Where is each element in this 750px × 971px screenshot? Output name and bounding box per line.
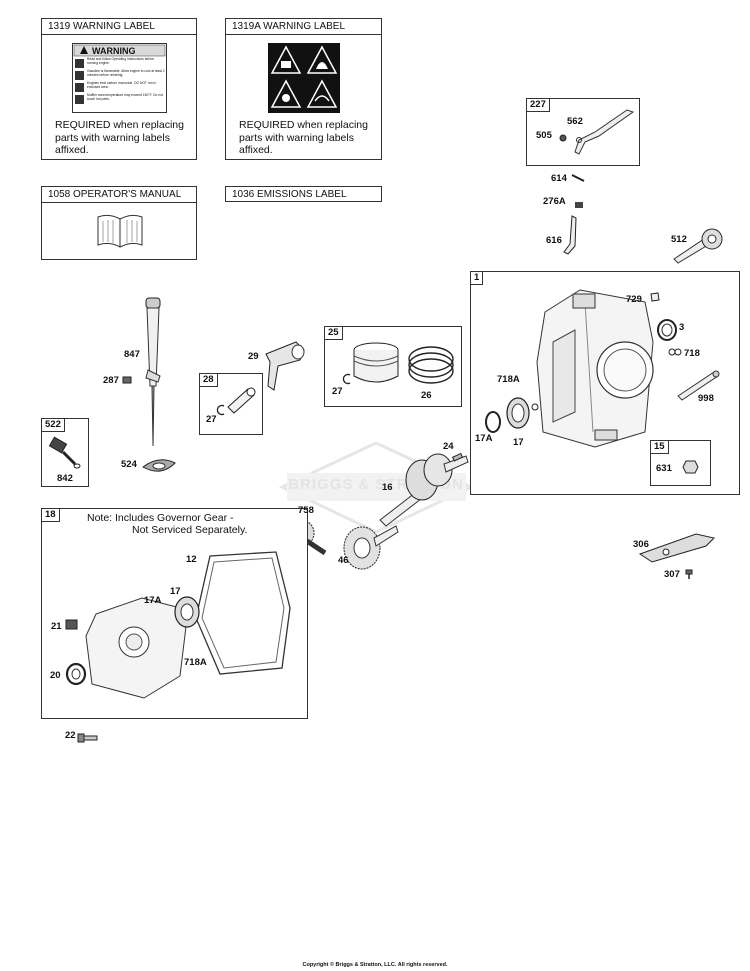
callout-718a-bottom: 718A bbox=[184, 657, 207, 668]
book-icon bbox=[97, 214, 143, 248]
group-227-tag: 227 bbox=[526, 98, 550, 112]
camshaft-gear-46-icon bbox=[343, 525, 399, 570]
group-28-tag: 28 bbox=[199, 373, 218, 387]
dipstick-tube-998-icon bbox=[677, 370, 720, 401]
callout-631: 631 bbox=[656, 463, 672, 474]
callout-616: 616 bbox=[546, 235, 562, 246]
callout-505: 505 bbox=[536, 130, 552, 141]
dowel-729-icon bbox=[650, 292, 660, 302]
operators-manual-box: 1058 OPERATOR'S MANUAL bbox=[41, 186, 197, 260]
callout-614: 614 bbox=[551, 173, 567, 184]
callout-17a-bottom: 17A bbox=[144, 595, 162, 606]
warning-banner-text: WARNING bbox=[92, 46, 136, 56]
crankcase-block-icon bbox=[536, 289, 654, 448]
callout-306: 306 bbox=[633, 539, 649, 550]
key-24-icon bbox=[451, 452, 464, 462]
warning-decal-icon bbox=[72, 43, 167, 113]
seal-21-icon bbox=[65, 619, 78, 630]
callout-27-group25: 27 bbox=[332, 386, 343, 397]
group-18-tag: 18 bbox=[41, 508, 60, 522]
screw-287-icon bbox=[122, 376, 132, 384]
callout-17-top: 17 bbox=[513, 437, 524, 448]
callout-758: 758 bbox=[298, 505, 314, 516]
warning-decal-line-1: Read and follow Operating Instructions b… bbox=[87, 57, 155, 65]
warning-decal-line-2: Gasoline is flammable. Allow engine to c… bbox=[87, 69, 165, 77]
group-25-tag: 25 bbox=[324, 326, 343, 340]
bracket-306-icon bbox=[638, 533, 715, 563]
warning-decal-line-4: Muffler area temperature may exceed 150°… bbox=[87, 93, 163, 101]
retainer-27-icon-b bbox=[342, 373, 351, 385]
callout-718a-top: 718A bbox=[497, 374, 520, 385]
oil-seal-3-icon bbox=[657, 319, 677, 341]
callout-24: 24 bbox=[443, 441, 454, 452]
callout-29: 29 bbox=[248, 351, 259, 362]
governor-lever-icon bbox=[559, 109, 635, 155]
dipstick-847-icon bbox=[145, 297, 161, 447]
callout-46: 46 bbox=[338, 555, 349, 566]
plug-631-icon bbox=[682, 460, 699, 474]
screw-307-icon bbox=[685, 569, 693, 579]
spring-614-icon bbox=[571, 174, 585, 182]
callout-16: 16 bbox=[382, 482, 393, 493]
group-18-note-line-2: Not Serviced Separately. bbox=[132, 524, 248, 536]
callout-3: 3 bbox=[679, 322, 685, 333]
piston-pin-28-icon bbox=[227, 387, 256, 414]
callout-562: 562 bbox=[567, 116, 583, 127]
warning-1319-required-text: REQUIRED when replacing parts with warni… bbox=[55, 119, 184, 156]
piston-icon bbox=[353, 342, 399, 383]
callout-842: 842 bbox=[57, 473, 73, 484]
retainer-27-icon-a bbox=[216, 404, 225, 416]
governor-512-icon bbox=[673, 228, 723, 264]
warning-decal-line-3: Engines emit carbon monoxide. DO NOT run… bbox=[87, 81, 157, 89]
warning-label-1319-box: 1319 WARNING LABEL WARNING Read and foll… bbox=[41, 18, 197, 160]
callout-20: 20 bbox=[50, 670, 61, 681]
warning-1319a-required-text: REQUIRED when replacing parts with warni… bbox=[239, 119, 368, 156]
bearing-17-bottom-icon bbox=[174, 596, 200, 628]
operators-manual-title: 1058 OPERATOR'S MANUAL bbox=[42, 187, 196, 203]
warning-pictogram-icon bbox=[268, 43, 340, 113]
group-18-note-line-1: Note: Includes Governor Gear - bbox=[87, 512, 234, 524]
warning-label-1319-title: 1319 WARNING LABEL bbox=[42, 19, 196, 35]
group-15-tag: 15 bbox=[650, 440, 669, 454]
callout-26: 26 bbox=[421, 390, 432, 401]
callout-17a-top: 17A bbox=[475, 433, 493, 444]
callout-524: 524 bbox=[121, 459, 137, 470]
callout-998: 998 bbox=[698, 393, 714, 404]
bushing-276a-icon bbox=[575, 202, 583, 208]
callout-17-bottom: 17 bbox=[170, 586, 181, 597]
gasket-524-icon bbox=[142, 459, 176, 472]
seal-17a-top-icon bbox=[485, 411, 501, 433]
emissions-label-title: 1036 EMISSIONS LABEL bbox=[232, 189, 347, 200]
callout-27-group28: 27 bbox=[206, 414, 217, 425]
group-1-tag: 1 bbox=[470, 271, 484, 285]
pin-718a-top-icon bbox=[531, 403, 539, 411]
callout-512: 512 bbox=[671, 234, 687, 245]
callout-718: 718 bbox=[684, 348, 700, 359]
callout-307: 307 bbox=[664, 569, 680, 580]
shaft-616-icon bbox=[563, 215, 577, 255]
bearing-17-top-icon bbox=[506, 397, 530, 429]
crankshaft-16-icon bbox=[379, 453, 469, 527]
bolt-22-icon bbox=[77, 733, 98, 743]
emissions-label-box: 1036 EMISSIONS LABEL bbox=[225, 186, 382, 202]
warning-label-1319a-box: 1319A WARNING LABEL REQUIRED when replac… bbox=[225, 18, 382, 160]
seal-20-icon bbox=[65, 662, 87, 686]
callout-21: 21 bbox=[51, 621, 62, 632]
callout-729: 729 bbox=[626, 294, 642, 305]
group-15-box bbox=[650, 440, 711, 486]
connecting-rod-29-icon bbox=[265, 341, 305, 391]
crankcase-cover-icon bbox=[85, 597, 189, 699]
callout-22: 22 bbox=[65, 730, 76, 741]
warning-label-1319a-title: 1319A WARNING LABEL bbox=[226, 19, 381, 35]
callout-276a: 276A bbox=[543, 196, 566, 207]
piston-rings-icon bbox=[408, 346, 454, 384]
callout-847: 847 bbox=[124, 349, 140, 360]
callout-12: 12 bbox=[186, 554, 197, 565]
sensor-522-icon bbox=[48, 436, 81, 469]
group-522-tag: 522 bbox=[41, 418, 65, 432]
callout-287: 287 bbox=[103, 375, 119, 386]
dowel-718-icon bbox=[668, 348, 682, 356]
copyright-text: Copyright © Briggs & Stratton, LLC. All … bbox=[302, 962, 448, 968]
